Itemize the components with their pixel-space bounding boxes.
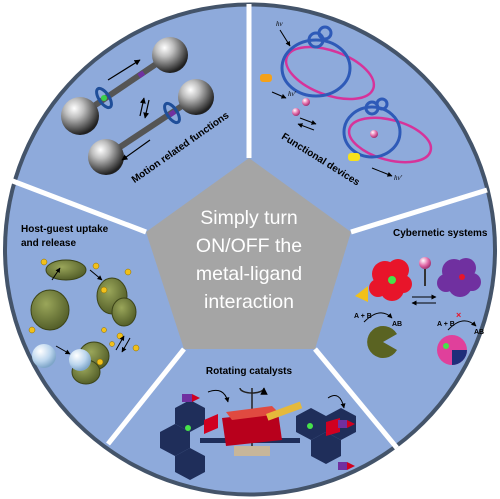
segment-cybernetic: Cybernetic systems A + B AB A + B AB ×: [354, 228, 488, 365]
cyber-red-dot: [459, 274, 465, 280]
catalyst-flag-left-red: [192, 394, 200, 402]
center-line-1: Simply turn: [200, 207, 298, 229]
motion-station-1: [137, 70, 146, 79]
segment-hostguest-label-1: Host-guest uptake: [21, 224, 109, 235]
host-eq-down: [121, 337, 131, 353]
catalyst-rotation-arrow: [239, 387, 268, 395]
device-hnu-2: hν': [288, 90, 297, 98]
device-blue-knot-4: [375, 97, 389, 111]
host-arrow-2: [51, 267, 61, 281]
motion-axle-2: [106, 95, 196, 158]
segment-catalysts-label: Rotating catalysts: [206, 366, 293, 377]
catalyst-left-hexagons: [160, 400, 205, 480]
center-line-2: ON/OFF the: [196, 235, 302, 257]
device-loop-2-pink: [347, 116, 433, 164]
device-light-arrow-1: [279, 29, 291, 47]
segment-hostguest: Host-guest uptake and release: [21, 224, 140, 385]
host-disc-top: [45, 259, 87, 281]
cyber-catalyst-pacman-1: [367, 325, 397, 358]
catalyst-green-dot-right: [307, 423, 313, 429]
device-loop-2-blue: [342, 105, 402, 159]
cyber-yellow-wedge: [355, 286, 368, 302]
motion-eq-down: [143, 99, 150, 119]
center-line-3: metal-ligand: [196, 263, 302, 285]
cyber-green-dot-2: [443, 343, 449, 349]
spoke-lower-left: [106, 347, 186, 446]
motion-sphere-1b: [152, 37, 188, 73]
host-disc-right-b: [111, 297, 137, 327]
catalyst-red-block-left: [204, 414, 218, 434]
device-pink-ball-2: [292, 108, 300, 116]
catalyst-flag-bottom-purple: [338, 462, 347, 470]
cyber-reaction-2-arrow: [447, 320, 477, 331]
cyber-reaction-1-arrow: [363, 312, 393, 323]
catalyst-center-plate-top: [226, 406, 280, 420]
cyber-reaction-1-product: AB: [392, 321, 402, 328]
catalyst-flag-right-purple: [338, 420, 347, 428]
device-eq-right: [299, 117, 317, 125]
cyber-green-dot-1: [388, 276, 396, 284]
device-hnu-4: hν': [394, 174, 403, 182]
cyber-red-cluster: [369, 259, 412, 301]
device-pink-ball-3: [370, 130, 378, 138]
cyber-switch-head: [419, 257, 431, 269]
device-blue-knot-2: [317, 25, 333, 41]
catalyst-yellow-arm: [266, 401, 303, 421]
spoke-right: [350, 187, 488, 235]
host-bubble-1: [32, 344, 56, 368]
catalyst-curved-arrow-left: [207, 389, 230, 403]
host-arrow-3: [55, 345, 71, 355]
host-disc-left: [30, 289, 70, 331]
catalyst-red-block-right: [326, 418, 340, 436]
motion-sphere-2b: [178, 79, 214, 115]
segment-catalysts: Rotating catalysts: [160, 366, 356, 480]
cyber-cross-mark: ×: [456, 310, 461, 320]
device-orange-block: [260, 74, 272, 82]
catalyst-green-dot-left: [185, 425, 191, 431]
motion-sphere-1a: [61, 97, 99, 135]
host-eq-up: [115, 335, 125, 351]
motion-arrow-1: [107, 59, 141, 81]
segment-hostguest-label-2: and release: [21, 238, 76, 249]
motion-arrow-2: [121, 139, 151, 161]
catalyst-flag-right-red: [347, 420, 355, 428]
device-hnu-1: hν: [276, 20, 284, 28]
cyber-pink-pie-slice: [452, 350, 467, 365]
spokes: [9, 4, 488, 450]
device-loop-1-blue: [280, 38, 352, 98]
catalyst-base: [234, 446, 270, 456]
host-guest-yellow-dots: [28, 258, 140, 366]
device-eq-left: [297, 123, 315, 131]
catalyst-flag-bottom-red: [347, 462, 355, 470]
center-line-4: interaction: [204, 291, 294, 313]
motion-station-2: [168, 109, 177, 118]
motion-green-dot: [101, 95, 107, 101]
device-light-arrow-3: [371, 167, 393, 177]
catalyst-curved-arrow-right: [327, 395, 346, 409]
host-bubble-2: [69, 349, 91, 371]
device-yellow-block: [348, 153, 360, 161]
motion-axle-1: [80, 53, 170, 117]
spoke-lower-right: [313, 347, 399, 450]
catalyst-flag-left-purple: [182, 394, 192, 402]
motion-eq-up: [139, 97, 146, 117]
host-arrow-1: [89, 269, 103, 281]
motion-sphere-2a: [88, 139, 124, 175]
catalyst-center-plate: [222, 412, 282, 446]
device-loop-1-pink: [284, 45, 376, 101]
spoke-left: [9, 177, 147, 235]
segment-cybernetic-label: Cybernetic systems: [393, 228, 488, 239]
cyber-reaction-2-product: AB: [474, 329, 484, 336]
cyber-reaction-2-reactants: A + B: [437, 321, 455, 328]
cyber-reaction-1-reactants: A + B: [354, 313, 372, 320]
center-pentagon: [146, 158, 351, 349]
motion-ring-2: [163, 101, 181, 125]
motion-ring-1: [95, 86, 113, 110]
device-pink-ball-1: [302, 98, 310, 106]
cyber-purple-cluster: [437, 258, 481, 297]
segment-motion: Motion related functions: [61, 37, 232, 186]
center-text: Simply turn ON/OFF the metal-ligand inte…: [196, 207, 302, 313]
device-light-arrow-2: [271, 91, 287, 99]
